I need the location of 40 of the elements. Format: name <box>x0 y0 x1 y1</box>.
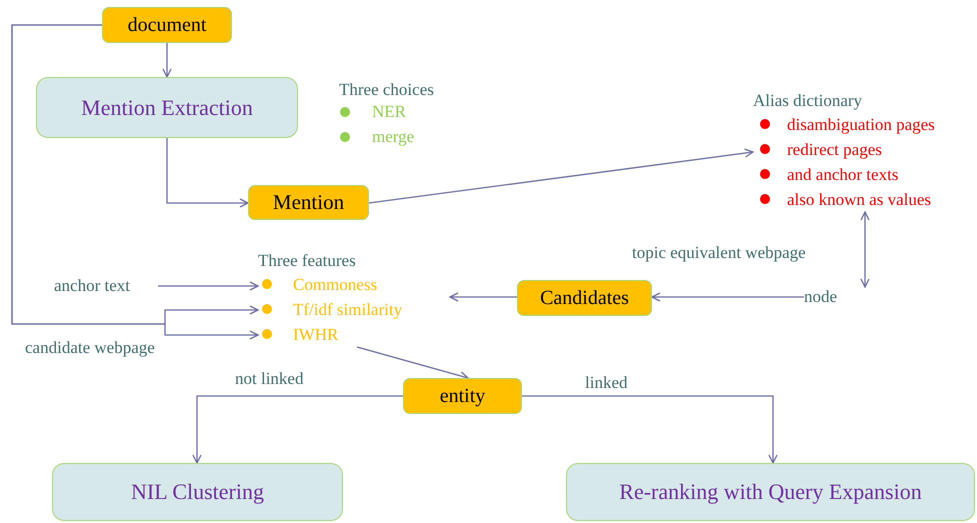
box-label: Candidates <box>540 286 629 310</box>
arrow <box>860 211 870 288</box>
box-label: entity <box>440 384 486 408</box>
arrow <box>651 292 804 302</box>
box-label: NIL Clustering <box>131 479 264 505</box>
arrow <box>158 281 259 291</box>
list-heading: Alias dictionary <box>753 90 864 112</box>
box-label: document <box>128 14 206 36</box>
list-item: redirect pages <box>787 139 882 161</box>
list-item: Commoness <box>293 274 378 296</box>
arrow <box>522 395 778 464</box>
list-item: also known as values <box>787 189 932 211</box>
process-box <box>52 463 343 521</box>
process-box <box>403 378 522 414</box>
process-box <box>102 7 232 43</box>
box-label: Mention <box>272 190 344 215</box>
box-label: Re-ranking with Query Expansion <box>619 479 922 505</box>
process-box <box>566 463 975 521</box>
arrow <box>368 148 754 204</box>
edge-label: topic equivalent webpage <box>630 243 808 263</box>
list-item: IWHR <box>293 324 338 346</box>
process-box <box>517 280 652 316</box>
list-heading: Three features <box>258 250 357 272</box>
node-label: anchor text <box>54 276 158 296</box>
list-heading: Three choices <box>339 79 434 101</box>
edge-label: candidate webpage <box>23 338 157 358</box>
arrow <box>449 292 517 302</box>
process-box <box>36 77 298 138</box>
list-item: NER <box>372 101 406 123</box>
node-label: node <box>804 287 930 307</box>
process-box <box>248 185 369 220</box>
arrow <box>162 43 172 78</box>
list-item: and anchor texts <box>787 164 898 186</box>
box-label: Mention Extraction <box>81 94 253 120</box>
list-item: merge <box>372 126 414 148</box>
arrow <box>356 346 469 380</box>
arrow <box>192 395 403 464</box>
arrow <box>166 138 249 208</box>
list-item: Tf/idf similarity <box>293 299 402 321</box>
list-item: disambiguation pages <box>787 114 935 136</box>
